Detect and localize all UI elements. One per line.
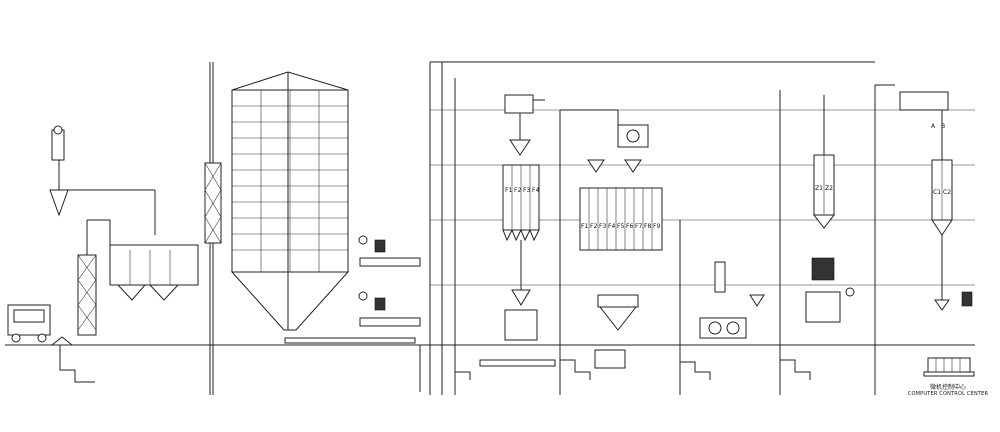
bin-label: F9 [653,223,660,230]
bin-label: Z2 [825,185,833,192]
bin-label: F2 [514,187,521,194]
control-center-label-cn: 微机控制中心 [929,384,966,391]
bin-label: F7 [635,223,642,230]
bin-label: F8 [644,223,651,230]
bins-group-3: Z1 Z2 [805,95,855,323]
dust-collector-left [49,125,156,235]
control-center-caption: 微机控制中心 COMPUTER CONTROL CENTER [900,382,996,397]
bins-group-2: F1 F2 F3 F4 F5 F6 F7 F8 F9 [579,187,663,251]
gate-label: A [931,123,936,130]
batching-mixer [479,240,556,367]
bin-label: F4 [532,187,539,194]
bin-label: C1 [933,189,941,196]
grinder-top [560,109,649,173]
bin-label: F6 [626,223,633,230]
bins-group-1: F1 F2 F3 F4 [502,164,540,242]
bin-label: F1 [581,223,588,230]
computer-control-center-icon [923,357,975,377]
bin-label: F2 [590,223,597,230]
bucket-elevator-2 [204,162,222,244]
bin-label: F1 [505,187,512,194]
bin-label: F3 [599,223,606,230]
bin-label: F4 [608,223,615,230]
bin-label: F5 [617,223,624,230]
bin-label: F3 [523,187,530,194]
gate-label: B [941,123,945,130]
bins-group-4: A B C1 C2 [899,91,973,311]
truck-icon [7,304,74,346]
pellet-mill [699,261,765,339]
bucket-elevator-1 [77,219,111,336]
control-center-label-en: COMPUTER CONTROL CENTER [907,391,989,397]
fan-cyclone [504,94,545,156]
ground-steps [59,345,811,392]
cleaning-sieve [109,244,199,301]
batching-scale [594,294,639,369]
packing-stations [358,235,421,327]
bin-label: Z1 [815,185,823,192]
storage-silo [230,71,416,344]
bin-label: C2 [943,189,951,196]
